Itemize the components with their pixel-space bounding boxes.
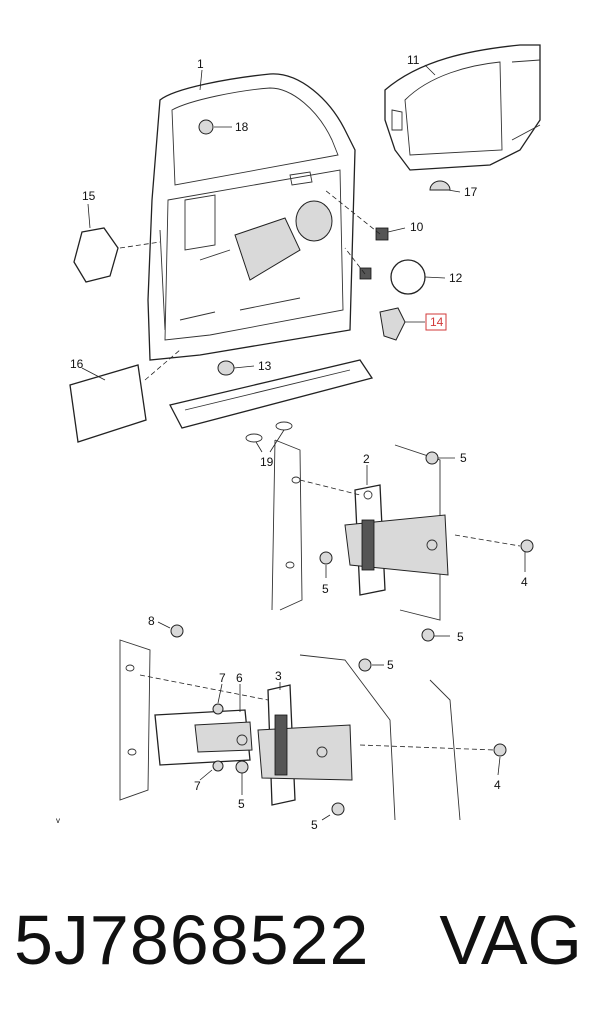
- callout-14-highlighted: 14: [430, 315, 444, 329]
- callout-12: 12: [449, 271, 463, 285]
- body-side-seal: [384, 44, 541, 171]
- callout-labels: 1 18 11 17 10 15 12 14 16 13 19 2 5 5 5 …: [56, 53, 528, 832]
- part-footer: 5J7868522 VAG: [0, 900, 600, 1010]
- callout-6: 6: [236, 671, 243, 685]
- callout-8: 8: [148, 614, 155, 628]
- callout-4a: 4: [521, 575, 528, 589]
- callout-15: 15: [82, 189, 96, 203]
- grommet-13: [217, 360, 235, 376]
- lower-hinge-assembly: [119, 624, 507, 821]
- callout-5e: 5: [238, 797, 245, 811]
- callout-2: 2: [363, 452, 370, 466]
- callout-4b: 4: [494, 778, 501, 792]
- corner-mark: v: [56, 816, 60, 825]
- leader-lines: [81, 64, 526, 821]
- callout-1: 1: [197, 57, 204, 71]
- callout-13: 13: [258, 359, 272, 373]
- highlight-box-14: [425, 313, 447, 331]
- callout-3: 3: [275, 669, 282, 683]
- door-frame: [147, 73, 356, 361]
- brand-name: VAG: [439, 901, 582, 979]
- callout-17: 17: [464, 185, 478, 199]
- sill-trim: [169, 359, 374, 443]
- callout-7b: 7: [194, 779, 201, 793]
- buffer-wedge: [379, 307, 406, 341]
- sealing-pad-hexagon: [73, 227, 119, 283]
- callout-5c: 5: [457, 630, 464, 644]
- callout-11: 11: [407, 53, 420, 67]
- callout-7a: 7: [219, 671, 226, 685]
- grommet-18: [198, 119, 214, 135]
- callout-10: 10: [410, 220, 424, 234]
- protective-film: [69, 364, 147, 443]
- callout-5f: 5: [311, 818, 318, 832]
- round-cap: [390, 259, 426, 295]
- callout-16: 16: [70, 357, 84, 371]
- parts-exploded-diagram: 1 18 11 17 10 15 12 14 16 13 19 2 5 5 5 …: [56, 44, 541, 832]
- part-number: 5J7868522: [14, 901, 370, 979]
- bolt-10: [359, 227, 389, 280]
- callout-5a: 5: [460, 451, 467, 465]
- upper-hinge-assembly: [271, 439, 534, 642]
- half-round-plug: [429, 180, 451, 191]
- callout-19: 19: [260, 455, 274, 469]
- callout-5b: 5: [322, 582, 329, 596]
- callout-18: 18: [235, 120, 249, 134]
- callout-5d: 5: [387, 658, 394, 672]
